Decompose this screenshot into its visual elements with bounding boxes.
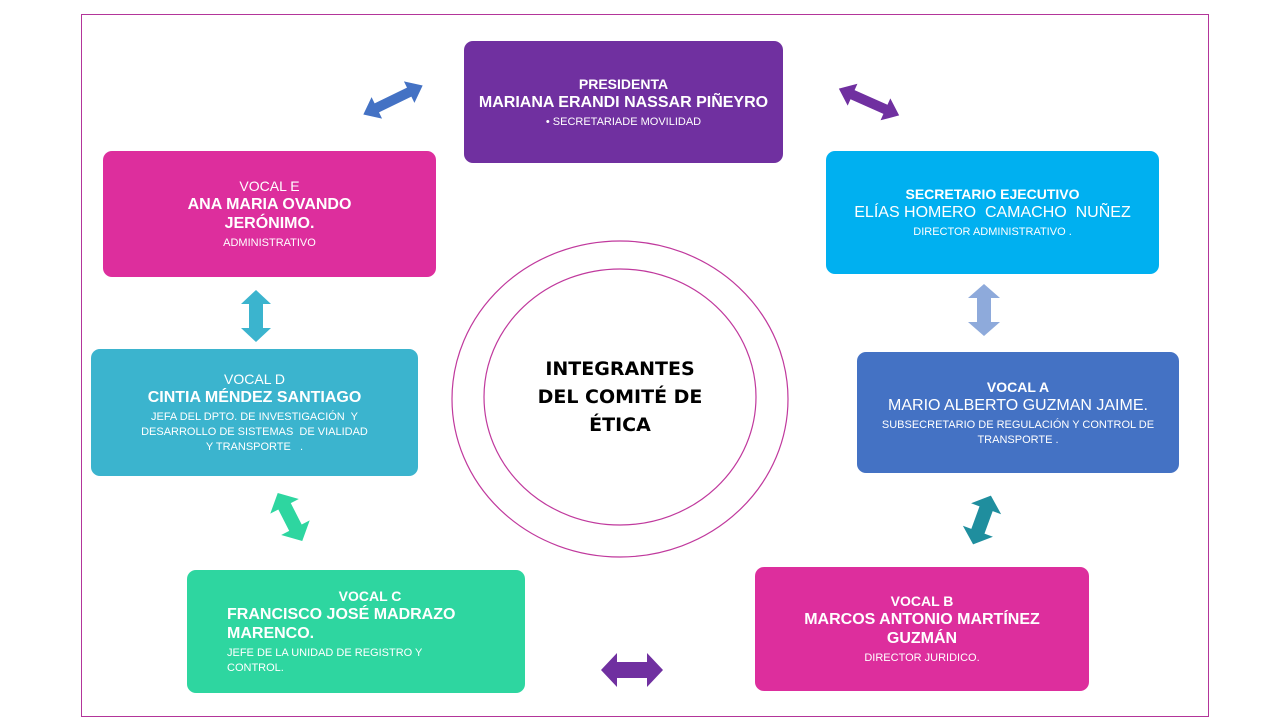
vocal-a-role: VOCAL A xyxy=(986,378,1050,395)
center-title-line-3: ÉTICA xyxy=(589,414,651,436)
center-title-line-2: DEL COMITÉ DE xyxy=(537,386,703,408)
vocal-e-role: VOCAL E xyxy=(239,178,300,194)
presidenta-role: PRESIDENTA xyxy=(578,75,669,92)
vocal-c-name: FRANCISCO JOSÉ MADRAZO MARENCO. xyxy=(227,606,456,642)
center-circles xyxy=(451,240,789,558)
vocal-c-position: JEFE DE LA UNIDAD DE REGISTRO Y CONTROL. xyxy=(227,647,423,674)
arrow-presidenta-secretario xyxy=(838,83,900,121)
vocal-e-position: ADMINISTRATIVO xyxy=(223,237,316,249)
vocal-a-position: SUBSECRETARIO DE REGULACIÓN Y CONTROL DE… xyxy=(881,418,1155,446)
slide-frame xyxy=(81,14,1209,717)
vocal-a-box: VOCAL A MARIO ALBERTO GUZMAN JAIME. SUBS… xyxy=(857,352,1179,473)
secretario-position: DIRECTOR ADMINISTRATIVO . xyxy=(913,226,1072,238)
vocal-e-name: ANA MARIA OVANDO JERÓNIMO. xyxy=(187,196,352,232)
vocal-b-box: VOCAL B MARCOS ANTONIO MARTÍNEZ GUZMÁN D… xyxy=(755,567,1089,691)
arrow-vocal-a-vocal-b xyxy=(962,495,1002,545)
presidenta-position: • SECRETARIADE MOVILIDAD xyxy=(545,115,702,128)
secretario-name: ELÍAS HOMERO CAMACHO NUÑEZ xyxy=(854,204,1131,221)
presidenta-name: MARIANA ERANDI NASSAR PIÑEYRO xyxy=(478,93,769,111)
arrow-vocal-c-vocal-d xyxy=(270,492,310,542)
arrow-secretario-vocal-a xyxy=(968,284,1000,336)
vocal-a-name: MARIO ALBERTO GUZMAN JAIME. xyxy=(888,396,1148,414)
vocal-b-position: DIRECTOR JURIDICO. xyxy=(864,652,980,664)
arrow-vocal-d-vocal-e xyxy=(241,290,271,342)
vocal-d-box: VOCAL D CINTIA MÉNDEZ SANTIAGO JEFA DEL … xyxy=(91,349,418,476)
vocal-e-box: VOCAL E ANA MARIA OVANDO JERÓNIMO. ADMIN… xyxy=(103,151,436,277)
vocal-d-name: CINTIA MÉNDEZ SANTIAGO xyxy=(147,389,362,406)
center-title: INTEGRANTES DEL COMITÉ DE ÉTICA xyxy=(520,355,720,439)
arrow-presidenta-vocal-e xyxy=(363,81,423,119)
secretario-box: SECRETARIO EJECUTIVO ELÍAS HOMERO CAMACH… xyxy=(826,151,1159,274)
arrow-vocal-b-vocal-c xyxy=(601,653,663,687)
vocal-c-box: VOCAL C FRANCISCO JOSÉ MADRAZO MARENCO. … xyxy=(187,570,525,693)
center-title-line-1: INTEGRANTES xyxy=(545,358,695,380)
vocal-b-name: MARCOS ANTONIO MARTÍNEZ GUZMÁN xyxy=(804,611,1040,647)
presidenta-box: PRESIDENTA MARIANA ERANDI NASSAR PIÑEYRO… xyxy=(464,41,783,163)
vocal-d-position: JEFA DEL DPTO. DE INVESTIGACIÓN Y DESARR… xyxy=(141,411,375,453)
vocal-b-role: VOCAL B xyxy=(890,593,954,609)
vocal-d-role: VOCAL D xyxy=(224,371,285,387)
vocal-c-role: VOCAL C xyxy=(338,588,402,604)
secretario-role: SECRETARIO EJECUTIVO xyxy=(905,186,1080,202)
